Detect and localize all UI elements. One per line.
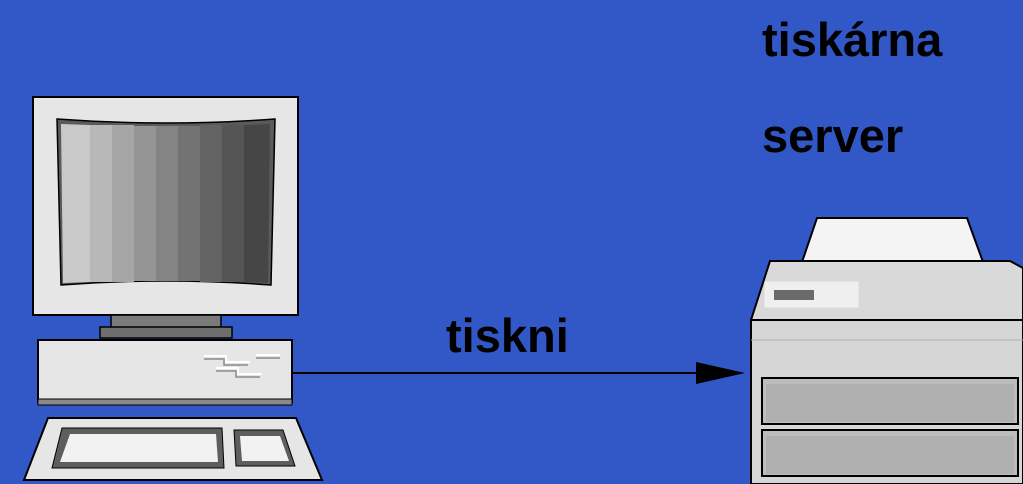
printer-icon: [749, 217, 1023, 484]
drive-slot-icon: [204, 354, 280, 375]
print-arrow: [292, 362, 745, 384]
keyboard-icon: [22, 417, 324, 481]
server-label: server: [762, 109, 904, 162]
printer-display: [774, 290, 814, 300]
edge-label-print: tiskni: [446, 309, 569, 362]
system-unit: [37, 339, 293, 403]
monitor-screen: [56, 118, 276, 286]
printer-label: tiskárna: [762, 13, 943, 66]
monitor-stand: [99, 326, 233, 339]
desktop-computer-icon: [22, 96, 324, 481]
printer-paper: [800, 217, 985, 263]
